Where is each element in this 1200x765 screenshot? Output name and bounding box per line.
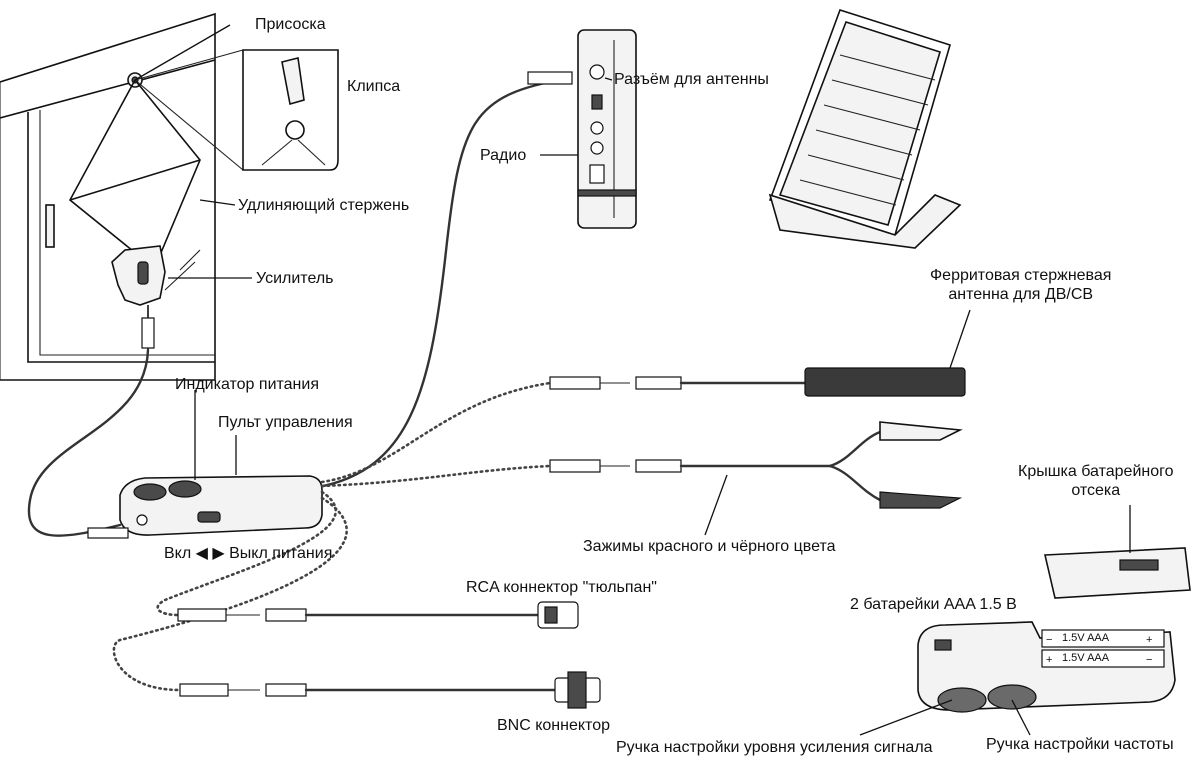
leader-lines — [134, 24, 1131, 736]
svg-text:−: − — [1146, 654, 1152, 666]
battery-unit-illustration: − + + − — [917, 621, 1176, 713]
radio-illustration — [577, 29, 637, 229]
label-battery-cover: Крышка батарейного отсека — [1018, 462, 1174, 500]
label-clamps: Зажимы красного и чёрного цвета — [583, 538, 836, 555]
label-rca-connector: RCA коннектор "тюльпан" — [466, 579, 657, 596]
rca-row — [177, 601, 579, 629]
label-clip: Клипса — [347, 78, 401, 95]
svg-text:+: + — [1146, 634, 1152, 646]
svg-text:+: + — [1046, 654, 1052, 666]
clip-callout — [134, 49, 339, 171]
label-batteries: 2 батарейки AAA 1.5 В — [850, 596, 1017, 613]
label-ferrite-antenna: Ферритовая стержневая антенна для ДВ/СВ — [930, 266, 1111, 304]
window-illustration — [0, 12, 216, 381]
battery-cell-1-text: 1.5V AAA — [1062, 632, 1110, 644]
label-gain-knob: Ручка настройки уровня усиления сигнала — [616, 739, 933, 756]
control-unit-illustration — [119, 475, 323, 536]
battery-charger-stand — [768, 9, 962, 249]
label-bnc-connector: BNC коннектор — [497, 717, 610, 734]
svg-text:−: − — [1046, 634, 1052, 646]
radio-cable — [316, 76, 572, 489]
label-power-indicator: Индикатор питания — [175, 376, 319, 393]
label-ferrite-antenna-line2: антенна для ДВ/СВ — [948, 286, 1094, 303]
clamps-row — [549, 421, 963, 509]
battery-cell-2-text: 1.5V AAA — [1062, 652, 1110, 664]
label-battery-cover-line2: отсека — [1071, 482, 1121, 499]
antenna-cable — [27, 348, 150, 537]
label-control-unit: Пульт управления — [218, 414, 353, 431]
ferrite-antenna-row — [549, 367, 966, 397]
bnc-row — [179, 671, 601, 709]
label-extension-rod: Удлиняющий стержень — [238, 197, 410, 214]
label-suction-cup: Присоска — [255, 16, 326, 33]
battery-cover-illustration — [1044, 547, 1191, 599]
label-antenna-jack: Разъём для антенны — [614, 71, 769, 88]
label-frequency-knob: Ручка настройки частоты — [986, 736, 1174, 753]
label-amplifier: Усилитель — [256, 270, 334, 287]
label-power-switch: Вкл ◀ ▶ Выкл питания — [164, 545, 333, 562]
label-radio: Радио — [480, 147, 527, 164]
label-ferrite-antenna-line1: Ферритовая стержневая — [930, 267, 1112, 284]
window-antenna — [68, 72, 201, 350]
label-battery-cover-line1: Крышка батарейного — [1018, 463, 1174, 480]
